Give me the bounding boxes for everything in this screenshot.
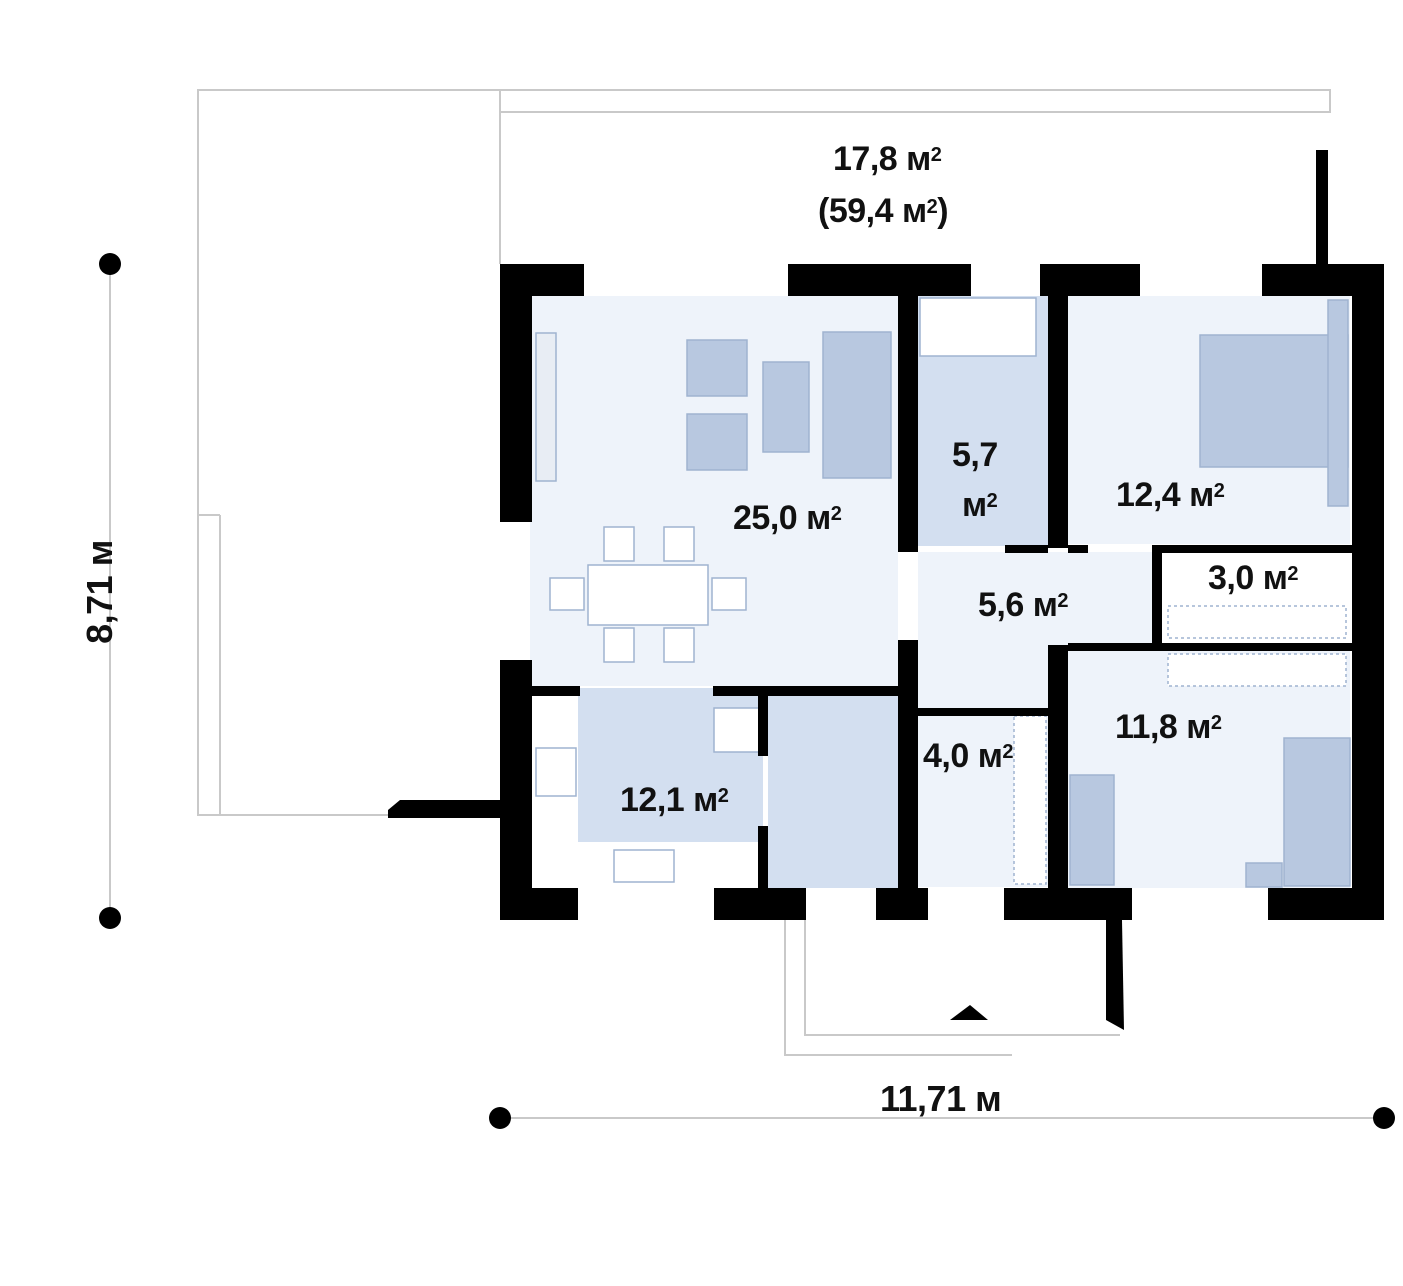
living-area-label: 25,0 м2 <box>733 499 842 537</box>
entry-area-label: 4,0 м2 <box>923 738 1013 774</box>
bathroom-area-sup: 2 <box>986 490 998 512</box>
kitchen-area-label: 12,1 м2 <box>620 781 729 819</box>
chair <box>603 526 635 562</box>
terrace-outline <box>197 89 1331 1056</box>
bathroom-area-value: 5,7 <box>952 436 998 474</box>
bedroom-2-area-label: 11,8 м2 <box>1115 709 1222 745</box>
closet-area-value: 3,0 м <box>1208 559 1288 597</box>
kitchen-area-sup: 2 <box>717 785 729 807</box>
entry-area-sup: 2 <box>1002 741 1013 763</box>
entry-wardrobe <box>1013 715 1047 885</box>
bathroom-area-unit: м2 <box>962 486 998 524</box>
furniture <box>535 297 1351 888</box>
bathroom-area-unit-text: м <box>962 486 987 524</box>
wardrobe-2 <box>1167 653 1347 687</box>
desk <box>1069 774 1115 886</box>
hall-area-value: 5,6 м <box>978 586 1058 624</box>
terrace-total-value: (59,4 м <box>818 192 927 230</box>
hall-area-sup: 2 <box>1057 590 1068 612</box>
chair <box>603 627 635 663</box>
terrace-total-label: (59,4 м2) <box>818 192 949 230</box>
coffee-table <box>762 361 810 453</box>
stove <box>535 747 577 797</box>
terrace-area-sup: 2 <box>930 144 942 166</box>
chair <box>663 526 695 562</box>
closet-area-label: 3,0 м2 <box>1208 560 1298 596</box>
tv-cabinet <box>535 332 557 482</box>
living-area-sup: 2 <box>830 503 842 525</box>
armchair-1 <box>686 339 748 397</box>
dim-dot-right <box>1373 1107 1395 1129</box>
width-dimension-label: 11,71 м <box>880 1078 1002 1119</box>
fridge <box>713 707 761 753</box>
kitchen-area-value: 12,1 м <box>620 781 718 819</box>
dining-table <box>587 564 709 626</box>
wardrobe-1 <box>1327 299 1349 507</box>
bedroom-1-area-label: 12,4 м2 <box>1116 476 1225 514</box>
bedside-table <box>1245 862 1283 888</box>
hall-area-label: 5,6 м2 <box>978 587 1068 623</box>
terrace-area-value: 17,8 м <box>833 140 931 178</box>
chair <box>663 627 695 663</box>
sofa <box>822 331 892 479</box>
closet-rail <box>1167 605 1347 639</box>
chair <box>711 577 747 611</box>
depth-dimension-label: 8,71 м <box>79 540 120 644</box>
bed-1 <box>1199 334 1349 468</box>
terrace-area-label: 17,8 м2 <box>833 140 942 178</box>
terrace-total-sup: 2 <box>926 196 938 218</box>
entry-area-value: 4,0 м <box>923 737 1003 775</box>
closet-area-sup: 2 <box>1287 563 1298 585</box>
living-area-value: 25,0 м <box>733 499 831 537</box>
walls <box>388 150 1384 1030</box>
dimension-dots <box>99 253 1395 1129</box>
bathroom-area-label: 5,7 <box>952 437 998 473</box>
dim-dot-top <box>99 253 121 275</box>
dimension-lines <box>109 264 1384 1119</box>
terrace-total-close: ) <box>937 192 949 230</box>
hall-floor <box>918 552 1158 647</box>
bedroom-2-area-value: 11,8 м <box>1115 708 1211 746</box>
kitchen-floor-b <box>768 688 898 888</box>
bedroom-2-area-sup: 2 <box>1210 712 1222 734</box>
bed-2 <box>1283 737 1351 887</box>
dim-dot-bottom <box>99 907 121 929</box>
bathtub <box>919 297 1037 357</box>
bedroom-1-area-sup: 2 <box>1213 480 1225 502</box>
dim-dot-left <box>489 1107 511 1129</box>
sink-unit <box>613 849 675 883</box>
bedroom-1-area-value: 12,4 м <box>1116 476 1214 514</box>
armchair-2 <box>686 413 748 471</box>
chair <box>549 577 585 611</box>
